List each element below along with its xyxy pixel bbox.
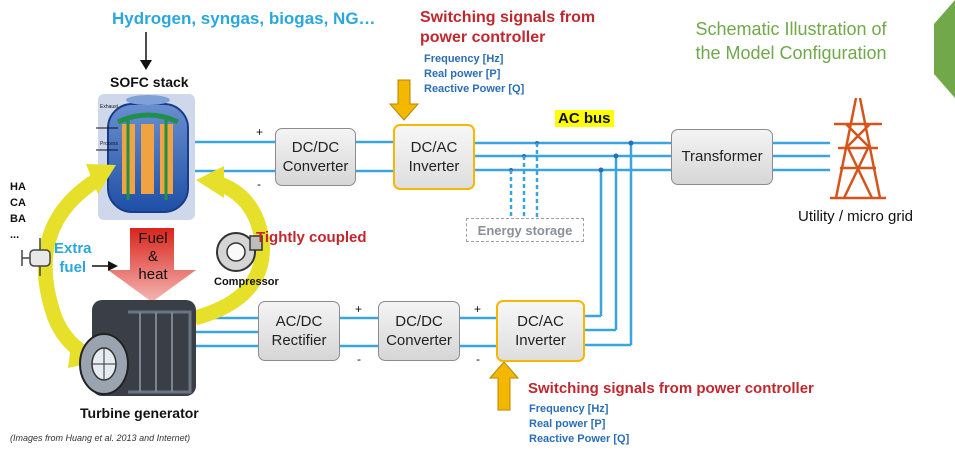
frequency-label: Frequency [Hz] <box>424 53 504 65</box>
abbr-item: HA <box>10 181 26 193</box>
sofc-stack-label: SOFC stack <box>110 74 189 90</box>
fuel-heat-line: & <box>147 248 158 265</box>
box-label-line2: Inverter <box>408 158 460 175</box>
abbr-item: BA <box>10 212 26 225</box>
switching-title-line1: Switching signals from <box>420 9 596 26</box>
real-power-label: Real power [P] <box>529 417 606 430</box>
fuel-heat-line: heat <box>138 266 168 283</box>
switching-arrow-top <box>388 79 420 121</box>
transmission-tower-icon <box>830 97 886 200</box>
fuel-valve-icon <box>21 238 51 276</box>
polarity-plus: + <box>355 302 363 316</box>
polarity-plus: + <box>474 302 482 316</box>
energy-storage-box: Energy storage <box>466 218 584 242</box>
dcac-inverter-bottom: DC/AC Inverter <box>496 300 585 362</box>
switching-signals-bottom-label: Switching signals from power controller <box>528 380 814 397</box>
control-signals-bottom: Frequency [Hz] Real power [P] Reactive P… <box>529 402 629 447</box>
corner-marker-icon <box>934 0 955 98</box>
utility-grid-label: Utility / micro grid <box>798 208 914 225</box>
fuel-input-arrow <box>140 32 152 70</box>
box-label-line2: Converter <box>282 158 349 175</box>
energy-storage-links <box>509 143 539 218</box>
title-line1: Schematic Illustration of <box>695 19 887 39</box>
polarity-minus: - <box>476 352 480 366</box>
extra-fuel-arrow <box>92 261 118 271</box>
extra-fuel-line1: Extra <box>54 240 92 257</box>
svg-text:Process: Process <box>100 141 119 147</box>
abbr-item: ... <box>10 228 20 241</box>
svg-text:Exhaust: Exhaust <box>100 104 119 110</box>
compressor-label: Compressor <box>214 276 279 288</box>
fuel-heat-line: Fuel <box>138 230 168 247</box>
box-label-line1: AC/DC <box>275 312 323 330</box>
fuel-heat-label: Fuel & heat <box>126 230 180 284</box>
reactive-power-label: Reactive Power [Q] <box>529 432 630 445</box>
fuel-abbreviations: HA CA BA ... <box>10 180 26 244</box>
image-source-note: (Images from Huang et al. 2013 and Inter… <box>10 433 191 443</box>
turbine-generator-label: Turbine generator <box>80 405 199 421</box>
dcdc-converter-top: DC/DC Converter <box>275 128 356 186</box>
fuel-sources-label: Hydrogen, syngas, biogas, NG… <box>112 9 376 28</box>
box-label: Transformer <box>681 148 763 166</box>
polarity-plus: + <box>256 125 264 139</box>
extra-fuel-label: Extra fuel <box>54 240 92 278</box>
tightly-coupled-label: Tightly coupled <box>256 229 367 246</box>
fuel-heat-arrow <box>108 228 196 302</box>
ac-bus-lines <box>475 141 830 172</box>
real-power-label: Real power [P] <box>424 67 501 80</box>
dcdc-converter-bottom: DC/DC Converter <box>378 301 460 361</box>
ac-bus-label: AC bus <box>555 110 614 128</box>
dc-line-upper <box>195 140 393 173</box>
switching-title-line2: power controller <box>420 29 546 46</box>
box-label-line1: DC/AC <box>517 312 564 330</box>
box-label-line1: DC/DC <box>291 138 340 156</box>
switching-arrow-bottom <box>488 361 520 411</box>
box-label-line1: DC/DC <box>395 312 443 330</box>
sofc-stack-image: Exhaust Process <box>96 94 195 220</box>
reactive-power-label: Reactive Power [Q] <box>424 82 525 95</box>
box-label-line2: Converter <box>386 332 452 349</box>
turbine-generator-image <box>79 300 196 396</box>
box-label-line1: DC/AC <box>410 138 458 156</box>
acdc-rectifier: AC/DC Rectifier <box>258 301 340 361</box>
abbr-item: CA <box>10 196 26 209</box>
box-label-line2: Inverter <box>515 332 566 349</box>
title-line2: the Model Configuration <box>695 43 887 64</box>
compressor-icon <box>216 232 263 272</box>
feeder-lines <box>585 143 633 347</box>
transformer-box: Transformer <box>671 129 773 185</box>
polarity-minus: - <box>257 177 261 191</box>
figure-title: Schematic Illustration of the Model Conf… <box>672 17 910 66</box>
box-label-line2: Rectifier <box>271 332 327 349</box>
extra-fuel-line2: fuel <box>59 258 87 276</box>
switching-signals-top-label: Switching signals from power controller <box>420 8 595 48</box>
dcac-inverter-top: DC/AC Inverter <box>393 124 475 190</box>
frequency-label: Frequency [Hz] <box>529 403 609 415</box>
polarity-minus: - <box>357 352 361 366</box>
control-signals-top: Frequency [Hz] Real power [P] Reactive P… <box>424 52 524 97</box>
